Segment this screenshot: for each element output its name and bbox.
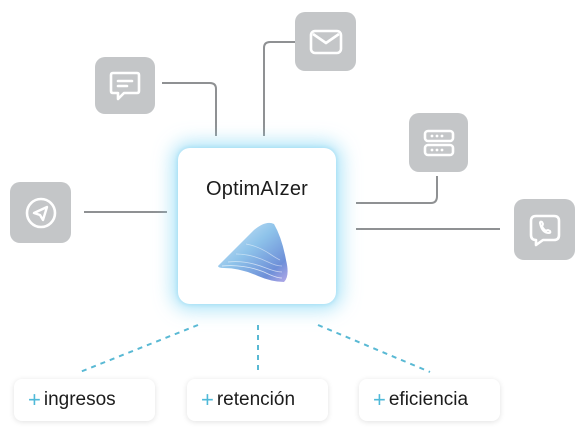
dashed-connector-eficiencia xyxy=(317,324,431,373)
connector-server xyxy=(356,176,438,204)
benefit-label: ingresos xyxy=(43,389,116,410)
optimaizer-card: OptimAIzer xyxy=(178,148,336,304)
email-tile xyxy=(295,12,356,71)
plus-icon: + xyxy=(28,387,41,412)
plus-icon: + xyxy=(373,387,386,412)
server-storage-icon xyxy=(422,127,456,159)
telegram-send-icon xyxy=(23,195,59,231)
chat-bubble-icon xyxy=(108,70,142,102)
connector-email xyxy=(263,41,295,136)
chat-tile xyxy=(95,57,155,114)
connector-chat xyxy=(162,82,217,136)
benefit-pill-eficiencia: + eficiencia xyxy=(359,379,500,421)
benefit-pill-ingresos: + ingresos xyxy=(14,379,155,421)
optimaizer-logo xyxy=(214,220,300,291)
phone-tile xyxy=(514,199,575,260)
plus-icon: + xyxy=(201,387,214,412)
benefit-pill-retencion: + retención xyxy=(187,379,328,421)
telegram-tile xyxy=(10,182,71,243)
benefit-label: eficiencia xyxy=(388,389,469,410)
dashed-connector-ingresos xyxy=(79,324,199,373)
server-tile xyxy=(409,113,468,172)
benefit-label: retención xyxy=(216,389,296,410)
email-envelope-icon xyxy=(308,28,344,56)
product-title: OptimAIzer xyxy=(205,178,309,200)
phone-call-icon xyxy=(527,212,563,248)
